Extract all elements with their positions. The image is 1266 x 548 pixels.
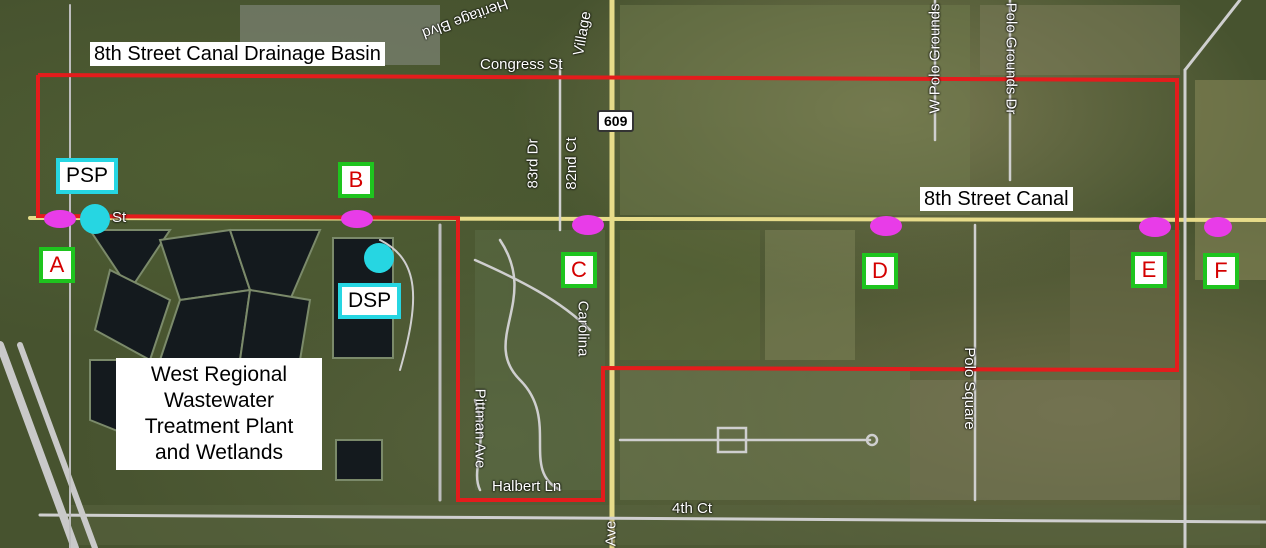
road-82nd-ct: 82nd Ct [562, 137, 580, 190]
canal-points [44, 210, 1232, 237]
point-c-label: C [561, 252, 597, 288]
route-609-shield: 609 [597, 110, 635, 132]
point-c-marker [572, 215, 604, 235]
psp-marker [80, 204, 110, 234]
road-polo-square: Polo Square [960, 347, 978, 430]
canal-label: 8th Street Canal [920, 187, 1073, 211]
point-e-label: E [1131, 252, 1167, 288]
road-st: St [112, 209, 127, 226]
road-polo-grounds-dr: Polo Grounds Dr [1002, 2, 1020, 115]
road-w-polo-grounds: W Polo Grounds [926, 3, 944, 114]
treatment-plant-label: West Regional Wastewater Treatment Plant… [116, 358, 322, 470]
plant-line-3: Treatment Plant [144, 415, 294, 438]
point-f-marker [1204, 217, 1232, 237]
psp-label: PSP [56, 158, 119, 194]
point-f-label: F [1203, 253, 1239, 289]
road-83rd-dr: 83rd Dr [524, 138, 542, 189]
basin-title: 8th Street Canal Drainage Basin [90, 42, 385, 66]
road-ave: Ave [602, 520, 620, 547]
road-halbert: Halbert Ln [492, 478, 562, 495]
dsp-label: DSP [338, 283, 402, 319]
point-a-label: A [39, 247, 75, 283]
point-b-label: B [338, 162, 374, 198]
road-congress: Congress St [480, 56, 563, 73]
dsp-marker [364, 243, 394, 273]
plant-line-2: Wastewater [163, 389, 275, 412]
point-b-marker [341, 210, 373, 228]
basin-boundary [36, 73, 1179, 502]
terrain [70, 5, 1266, 545]
station-markers [80, 204, 394, 273]
point-e-marker [1139, 217, 1171, 237]
plant-line-1: West Regional [150, 363, 288, 386]
point-d-marker [870, 216, 902, 236]
point-a-marker [44, 210, 76, 228]
treatment-ponds [88, 228, 394, 481]
road-carolina: Carolina [574, 300, 592, 357]
plant-line-4: and Wetlands [154, 441, 284, 464]
point-d-label: D [862, 253, 898, 289]
road-4th-ct: 4th Ct [672, 500, 713, 517]
road-pittman: Pittman Ave [471, 388, 489, 469]
